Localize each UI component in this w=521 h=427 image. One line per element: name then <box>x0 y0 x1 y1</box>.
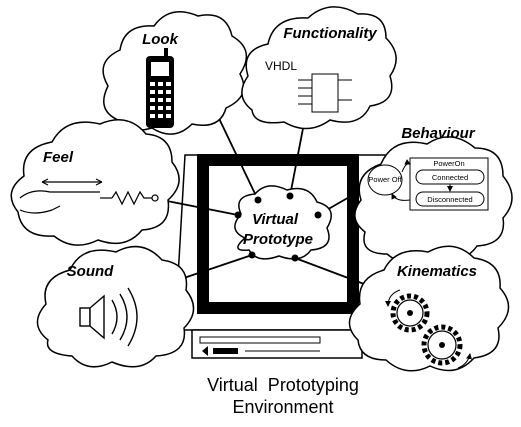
feel-label: Feel <box>43 149 74 166</box>
center-label-line2: Prototype <box>243 231 313 248</box>
functionality-label: Functionality <box>283 25 377 42</box>
state-diagram: Power Off PowerOn Connected Disconnected <box>367 157 489 211</box>
cloud-feel: Feel <box>10 119 180 246</box>
line-functionality <box>289 117 306 197</box>
caption-line1: Virtual Prototyping <box>207 375 359 395</box>
phone-icon <box>146 48 174 128</box>
speaker-icon <box>79 287 138 347</box>
cloud-behaviour: Behaviour Power Off PowerOn Connected Di… <box>354 125 513 265</box>
cloud-sound: Sound <box>36 245 195 368</box>
cloud-kinematics: Kinematics <box>348 245 510 372</box>
gears-icon <box>385 289 472 369</box>
chip-icon <box>298 73 352 113</box>
cloud-look: Look <box>102 11 248 135</box>
sound-label: Sound <box>67 263 114 280</box>
drive-slot <box>213 348 238 354</box>
state-connected: Connected <box>432 173 468 182</box>
caption-line2: Environment <box>232 397 333 417</box>
state-power-on: PowerOn <box>433 159 464 168</box>
line-look <box>214 109 259 201</box>
look-label: Look <box>142 31 178 48</box>
central-cloud: Virtual Prototype <box>234 185 332 262</box>
center-label-line1: Virtual <box>252 211 299 228</box>
kinematics-label: Kinematics <box>397 263 477 280</box>
behaviour-label: Behaviour <box>401 125 476 142</box>
state-power-off: Power Off <box>368 175 402 184</box>
line-feel <box>161 199 239 216</box>
spring-icon <box>19 178 159 214</box>
cloud-functionality: Functionality VHDL <box>241 6 397 130</box>
state-disconnected: Disconnected <box>427 195 472 204</box>
vhdl-label: VHDL <box>265 59 297 73</box>
